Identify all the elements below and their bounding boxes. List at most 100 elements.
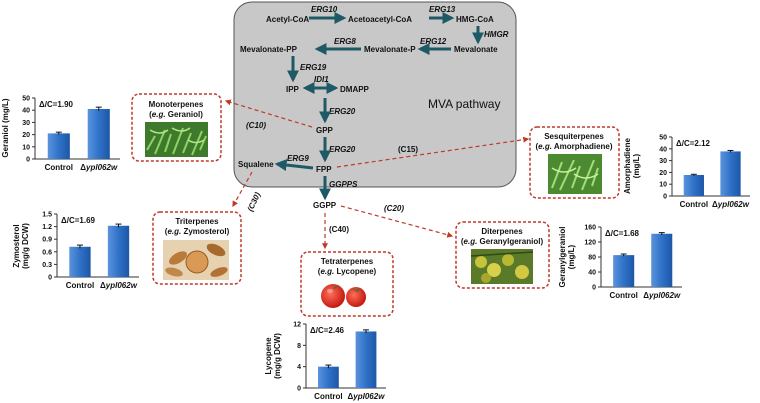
y-tick-label: 50 xyxy=(659,135,667,142)
metabolite-mevalonate-pp: Mevalonate-PP xyxy=(240,45,298,54)
bar xyxy=(720,151,741,196)
x-category-label: Δypl062w xyxy=(348,392,386,401)
y-tick-label: 20 xyxy=(659,170,667,177)
bar xyxy=(107,225,130,277)
enzyme-erg13: ERG13 xyxy=(429,5,456,14)
y-axis-label: Geranylgeraniol(mg/L) xyxy=(558,227,576,288)
y-tick-label: 0 xyxy=(48,275,52,282)
product-example: (e.g. Geranylgeraniol) xyxy=(461,237,544,246)
branch-label-c30: (C30) xyxy=(246,191,263,213)
bar xyxy=(87,108,110,159)
y-tick-label: 40 xyxy=(588,270,596,277)
x-category-label: Control xyxy=(66,281,94,290)
zymosterol-food-image xyxy=(163,240,229,280)
branch-label-c20: (C20) xyxy=(384,204,404,213)
metabolite-acetoacetyl-coa: Acetoacetyl-CoA xyxy=(348,15,412,24)
x-category-label: Δypl062w xyxy=(100,281,138,290)
x-category-label: Control xyxy=(45,163,73,172)
y-tick-label: 0.9 xyxy=(42,237,52,244)
metabolite-fpp: FPP xyxy=(316,165,332,174)
bar xyxy=(613,255,635,287)
branch-label-c10: (C10) xyxy=(246,121,266,130)
enzyme-ggpps: GGPPS xyxy=(329,180,358,189)
bar xyxy=(683,174,704,196)
product-example: (e.g. Lycopene) xyxy=(318,267,377,276)
product-sesquiterpenes: Sesquiterpenes (e.g. Amorphadiene) xyxy=(529,126,620,199)
metabolite-ggpp: GGPP xyxy=(313,201,337,210)
enzyme-erg10: ERG10 xyxy=(311,5,338,14)
enzyme-erg8: ERG8 xyxy=(334,37,356,46)
metabolite-squalene: Squalene xyxy=(238,160,274,169)
y-tick-label: 0 xyxy=(663,194,667,201)
y-axis-label: Geraniol (mg/L) xyxy=(1,98,10,157)
y-axis-label: Amorphadiene(mg/L) xyxy=(623,137,641,194)
geranylgeraniol-fruit-image xyxy=(470,249,534,284)
y-tick-label: 1.5 xyxy=(42,212,52,219)
ratio-annotation: Δ/C=2.12 xyxy=(676,139,711,148)
branch-arrow-c10 xyxy=(224,99,313,128)
x-category-label: Δypl062w xyxy=(643,291,681,300)
y-tick-label: 120 xyxy=(584,240,596,247)
ratio-annotation: Δ/C=1.69 xyxy=(61,216,96,225)
y-tick-label: 0.6 xyxy=(42,249,52,256)
y-tick-label: 0 xyxy=(26,157,30,164)
x-category-label: Control xyxy=(609,291,637,300)
y-tick-label: 0 xyxy=(592,285,596,292)
y-tick-label: 10 xyxy=(659,182,667,189)
product-example: (e.g. Geraniol) xyxy=(149,110,203,119)
branch-label-c15: (C15) xyxy=(398,145,418,154)
y-tick-label: 10 xyxy=(22,144,30,151)
y-tick-label: 0 xyxy=(297,386,301,393)
metabolite-gpp: GPP xyxy=(316,126,334,135)
metabolite-hmg-coa: HMG-CoA xyxy=(456,15,494,24)
y-axis-label: Lycopene(mg/g DCW) xyxy=(264,333,282,379)
lycopene-tomato-image xyxy=(321,284,366,308)
bar xyxy=(651,233,673,287)
y-tick-label: 30 xyxy=(22,120,30,127)
enzyme-erg19: ERG19 xyxy=(300,63,327,72)
y-tick-label: 80 xyxy=(588,255,596,262)
x-category-label: Δypl062w xyxy=(80,163,118,172)
product-triterpenes: Triterpenes (e.g. Zymosterol) xyxy=(152,211,242,285)
y-tick-label: 20 xyxy=(22,132,30,139)
ratio-annotation: Δ/C=2.46 xyxy=(310,326,345,335)
y-tick-label: 4 xyxy=(297,364,301,371)
enzyme-hmgr: HMGR xyxy=(484,30,509,39)
y-tick-label: 40 xyxy=(22,108,30,115)
y-tick-label: 1.2 xyxy=(42,224,52,231)
y-tick-label: 40 xyxy=(659,146,667,153)
enzyme-erg20-gpp: ERG20 xyxy=(329,107,356,116)
amorphadiene-plant-image xyxy=(548,154,602,194)
branch-label-c40: (C40) xyxy=(329,225,349,234)
product-diterpenes: Diterpenes (e.g. Geranylgeraniol) xyxy=(455,221,550,289)
product-name: Diterpenes xyxy=(481,227,523,236)
product-name: Sesquiterpenes xyxy=(544,132,604,141)
metabolite-ipp: IPP xyxy=(286,85,300,94)
metabolite-mevalonate: Mevalonate xyxy=(454,45,498,54)
y-axis-label: Zymosterol(mg/g DCW) xyxy=(12,223,30,269)
x-category-label: Δypl062w xyxy=(712,200,750,209)
geraniol-plant-image xyxy=(145,122,208,157)
x-category-label: Control xyxy=(314,392,342,401)
ratio-annotation: Δ/C=1.68 xyxy=(605,229,640,238)
y-tick-label: 30 xyxy=(659,158,667,165)
bar xyxy=(318,366,339,388)
product-name: Monoterpenes xyxy=(149,100,204,109)
product-monoterpenes: Monoterpenes (e.g. Geraniol) xyxy=(131,93,222,162)
y-tick-label: 8 xyxy=(297,343,301,350)
bar xyxy=(47,133,70,159)
metabolite-dmapp: DMAPP xyxy=(340,85,370,94)
bar xyxy=(355,331,377,388)
product-example: (e.g. Amorphadiene) xyxy=(535,142,612,151)
enzyme-idi1: IDI1 xyxy=(314,75,329,84)
product-name: Triterpenes xyxy=(175,217,219,226)
ratio-annotation: Δ/C=1.90 xyxy=(39,100,74,109)
y-tick-label: 12 xyxy=(293,322,301,329)
y-tick-label: 0.3 xyxy=(42,262,52,269)
